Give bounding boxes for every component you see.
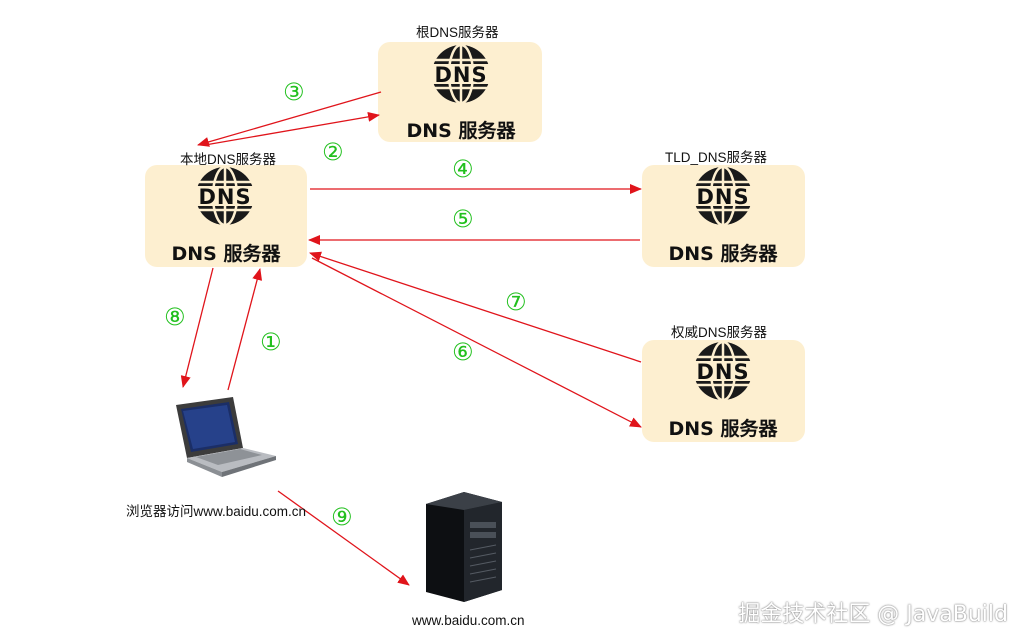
client-label: 浏览器访问www.baidu.com.cn xyxy=(126,504,307,519)
authoritative-dns-server: DNS DNS 服务器 xyxy=(642,340,805,442)
flow-arrows xyxy=(180,91,642,586)
step-2-label: ② xyxy=(322,138,344,166)
dns-globe-icon: DNS xyxy=(687,340,759,402)
local-dns-box-text: DNS 服务器 xyxy=(172,242,282,265)
auth-dns-box-text: DNS 服务器 xyxy=(669,417,779,440)
root-dns-box-text: DNS 服务器 xyxy=(407,119,517,142)
step-1-label: ① xyxy=(260,328,282,356)
step-9-label: ⑨ xyxy=(331,503,353,531)
server-tower-icon xyxy=(426,492,502,602)
dns-globe-icon: DNS xyxy=(189,165,261,227)
svg-text:DNS: DNS xyxy=(696,185,749,209)
tld-dns-label: TLD_DNS服务器 xyxy=(665,150,768,165)
local-dns-server: DNS DNS 服务器 xyxy=(145,165,307,267)
step-8-label: ⑧ xyxy=(164,303,186,331)
dns-globe-icon: DNS xyxy=(425,43,497,105)
dns-globe-icon: DNS xyxy=(687,165,759,227)
arrow-step-3 xyxy=(197,91,382,147)
step-3-label: ③ xyxy=(283,78,305,106)
tld-dns-server: DNS DNS 服务器 xyxy=(642,165,805,267)
step-7-label: ⑦ xyxy=(505,288,527,316)
target-label: www.baidu.com.cn xyxy=(412,613,525,628)
arrow-step-8 xyxy=(180,267,214,388)
watermark: 掘金技术社区 @ JavaBuild xyxy=(738,602,1008,627)
tld-dns-box-text: DNS 服务器 xyxy=(669,242,779,265)
svg-text:DNS: DNS xyxy=(198,185,251,209)
svg-text:DNS: DNS xyxy=(434,63,487,87)
step-4-label: ④ xyxy=(452,155,474,183)
root-dns-label: 根DNS服务器 xyxy=(416,25,499,40)
arrow-step-7 xyxy=(309,251,642,363)
arrow-step-2 xyxy=(204,111,380,146)
step-6-label: ⑥ xyxy=(452,338,474,366)
auth-dns-label: 权威DNS服务器 xyxy=(671,325,768,340)
step-5-label: ⑤ xyxy=(452,205,474,233)
laptop-icon xyxy=(176,397,276,477)
local-dns-label: 本地DNS服务器 xyxy=(180,152,277,167)
root-dns-server: DNS DNS 服务器 xyxy=(378,42,542,142)
arrow-step-6 xyxy=(311,257,642,428)
arrow-step-9 xyxy=(277,490,410,586)
svg-text:DNS: DNS xyxy=(696,360,749,384)
arrow-step-1 xyxy=(227,268,263,391)
